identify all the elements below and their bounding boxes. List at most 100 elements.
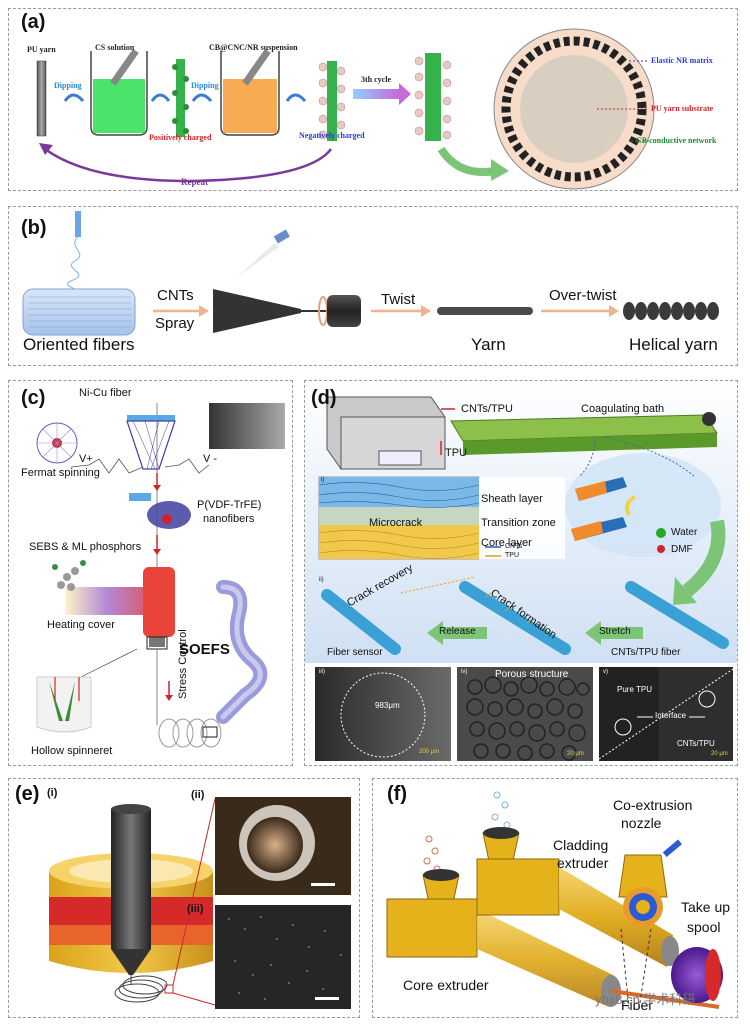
hollow-spinneret — [36, 676, 92, 733]
twist-label: Twist — [381, 291, 416, 308]
water-label: Water — [671, 527, 698, 538]
panel-d-drawing — [305, 381, 737, 761]
panel-c-tag: (c) — [21, 387, 46, 409]
elastic-nr-label: Elastic NR matrix — [651, 56, 713, 65]
interface-label: Interface — [655, 711, 687, 720]
pure-tpu-label: Pure TPU — [617, 685, 652, 694]
microcrack-label: Microcrack — [369, 517, 423, 529]
scale-v-label: 20 μm — [711, 751, 728, 757]
release-arrow — [427, 621, 487, 645]
stretch-arrow — [585, 621, 643, 645]
core-layer-label: Core layer — [481, 537, 532, 549]
scale-iii-label: 200 μm — [419, 749, 440, 755]
panel-a: (a) PU yarn CS solution CB@CNC/NR suspen… — [8, 8, 738, 191]
beaker-cs — [90, 51, 148, 136]
diameter-label: 983μm — [375, 701, 400, 710]
core-extruder — [386, 898, 478, 958]
stretch-label: Stretch — [599, 626, 631, 637]
cycle-label: 3th cycle — [361, 75, 391, 84]
pu-yarn-rod — [36, 60, 47, 137]
panel-a-tag: (a) — [21, 11, 46, 33]
micrograph-iii — [215, 905, 351, 1009]
roller — [327, 295, 361, 327]
spinning-cone — [126, 420, 176, 470]
panel-b-drawing — [22, 211, 719, 336]
panel-c: (c) Ni-Cu fiber Fermat spinning V+ V - P… — [8, 380, 293, 766]
fiber-coil-c — [158, 718, 222, 748]
cnts-label: CNTs — [157, 287, 194, 304]
scale-iv-label: 20 μm — [567, 751, 584, 757]
dipping-1-label: Dipping — [54, 81, 82, 90]
panel-a-drawing — [36, 28, 655, 190]
diffusion-bubble — [565, 453, 721, 557]
panel-d-tag: (d) — [311, 387, 337, 409]
tpu-fiber-rod — [625, 581, 729, 649]
coagulating-bath-label: Coagulating bath — [581, 403, 665, 415]
cladding-extruder-label: extruder — [557, 855, 609, 871]
coextrusion-label: Co-extrusion — [613, 797, 693, 813]
helical-yarn-label: Helical yarn — [629, 335, 718, 354]
coextrusion-nozzle — [618, 854, 668, 898]
vplus-label: V+ — [79, 453, 93, 465]
dipping-2-label: Dipping — [191, 81, 219, 90]
fiber-label: Fiber — [621, 997, 653, 1013]
release-label: Release — [439, 626, 476, 637]
panel-c-drawing — [36, 403, 285, 748]
dmf-label: DMF — [671, 544, 693, 555]
oriented-fibers-block — [22, 288, 136, 336]
legend-tpu-label: TPU — [505, 552, 519, 559]
cb-suspension-label: CB@CNC/NR suspension — [209, 43, 298, 52]
fiber-sensor-rod — [321, 589, 401, 655]
water-dot — [656, 528, 666, 538]
core-extruder-label: Core extruder — [403, 977, 489, 993]
fiber-sensor-label: Fiber sensor — [327, 647, 383, 658]
cnts-tpu-sem-label: CNTs/TPU — [677, 739, 715, 748]
nanofibers-label: nanofibers — [203, 513, 255, 525]
cycle-arrow — [353, 89, 399, 99]
sub-iv-label: iv) — [461, 669, 468, 675]
cross-section-core — [520, 55, 628, 163]
helical-yarn — [623, 302, 719, 320]
sheath-layer-label: Sheath layer — [481, 493, 543, 505]
oriented-fibers-label: Oriented fibers — [23, 335, 135, 354]
dmf-dot — [657, 545, 665, 553]
crack-fiber-rod — [459, 581, 571, 655]
tpu-label: TPU — [445, 447, 467, 459]
nicu-label: Ni-Cu fiber — [79, 387, 132, 399]
sub-e-i-label: (i) — [47, 787, 58, 799]
panel-e: (e) (i) (ii) (iii) — [8, 778, 360, 1018]
sub-e-iii-label: (iii) — [187, 903, 204, 915]
cb-network-label: CB conductive network — [636, 136, 717, 145]
stress-control-label: Stress Control — [177, 629, 189, 699]
sem-inset-c — [209, 403, 285, 449]
porous-structure-label: Porous structure — [495, 669, 569, 680]
panel-d: (d) CNTs/TPU TPU Coagulating bath i) She… — [304, 380, 738, 766]
hollow-spinneret-label: Hollow spinneret — [31, 745, 113, 757]
pu-yarn-label: PU yarn — [27, 45, 56, 54]
pu-substrate-label: PU yarn substrate — [651, 104, 714, 113]
spool-label: spool — [687, 919, 721, 935]
spray-label: Spray — [155, 315, 195, 332]
sub-i-label: i) — [321, 477, 325, 483]
positively-charged-label: Positively charged — [149, 133, 212, 142]
beaker-cb — [220, 51, 280, 136]
panel-e-drawing — [49, 797, 351, 1009]
green-yarn — [176, 59, 185, 137]
pvdf-label: P(VDF-TrFE) — [197, 499, 262, 511]
sub-e-ii-label: (ii) — [191, 789, 205, 801]
printed-coil — [114, 975, 168, 1003]
heating-cover-label: Heating cover — [47, 619, 115, 631]
panel-b-tag: (b) — [21, 217, 47, 239]
sub-iii-label: iii) — [319, 669, 325, 675]
cs-solution-label: CS solution — [95, 43, 135, 52]
cnts-tpu-label: CNTs/TPU — [461, 403, 513, 415]
takeup-label: Take up — [681, 899, 731, 915]
sub-ii-label: ii) — [319, 577, 324, 583]
negatively-charged-label: Negatively charged — [299, 131, 365, 140]
fiber-strand — [610, 989, 720, 1009]
soefs-label: SOEFS — [179, 641, 230, 658]
watermark: ybx8.cn 学术科研 — [595, 992, 696, 1007]
fiber-fan — [213, 289, 301, 333]
coated-yarn — [327, 61, 337, 141]
yarn — [437, 307, 533, 315]
